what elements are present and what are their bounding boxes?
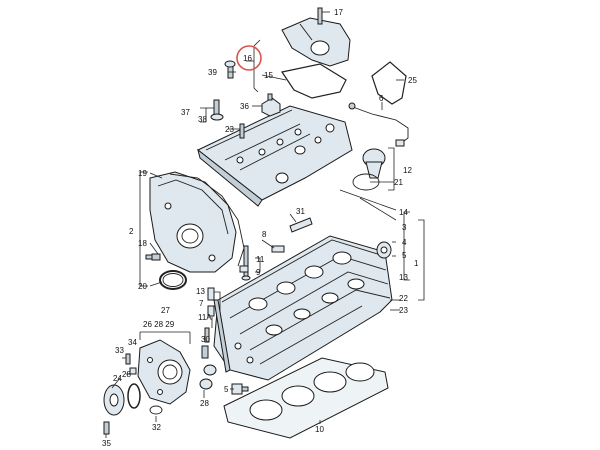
callout-19: 19 [138,169,147,178]
callout-26-28-29: 26 28 29 [143,320,175,329]
callout-31: 31 [296,207,305,216]
callout-3: 3 [402,223,407,232]
callout-17: 17 [334,8,343,17]
sensor-lead [348,102,409,147]
callout-5: 5 [402,251,407,260]
o-ring [159,270,187,290]
bolt-37 [210,99,224,121]
callout-16: 16 [243,54,252,63]
cylinder-head [213,235,393,381]
callout-7: 7 [199,299,204,308]
callout-21: 21 [394,178,403,187]
camshaft-housing [137,339,191,405]
part-9 [239,265,249,273]
callout-23-right: 23 [399,306,408,315]
valve-cover [197,105,353,207]
bolt-30 [201,345,209,359]
leader-lines [105,11,425,438]
breather-housing [281,7,351,67]
callout-37: 37 [181,108,190,117]
bolt-33 [125,353,131,365]
callout-4: 4 [402,238,407,247]
callout-8: 8 [262,230,267,239]
highlight-circle-16 [236,45,262,71]
timing-cover [149,171,237,273]
callout-2: 2 [129,227,134,236]
callout-35: 35 [102,439,111,448]
callout-30: 30 [201,335,210,344]
callout-18: 18 [138,239,147,248]
bolt-11a [204,327,210,343]
dowels-13-7 [207,287,215,317]
callout-27: 27 [161,306,170,315]
callout-34: 34 [128,338,137,347]
callout-6: 6 [379,94,384,103]
plug-5 [231,383,249,395]
callout-15: 15 [264,71,273,80]
callout-12: 12 [403,166,412,175]
callout-10: 10 [315,425,324,434]
camshaft-sensor [261,93,281,117]
seal-ring [127,383,141,409]
callout-1: 1 [414,259,419,268]
bearings-28 [199,364,217,390]
sensor-ring [371,61,407,105]
head-gasket [223,357,389,439]
callout-28-mid: 28 [122,370,131,379]
callout-14: 14 [399,208,408,217]
gear-4 [376,241,392,259]
guide-8 [271,245,285,253]
callout-39: 39 [208,68,217,77]
callout-9: 9 [256,268,261,277]
bolt-35 [103,421,110,435]
callout-38: 38 [198,115,207,124]
callout-24: 24 [113,374,122,383]
part-31 [289,217,313,233]
callout-25: 25 [408,76,417,85]
callout-28-low: 28 [200,399,209,408]
callout-33: 33 [115,346,124,355]
sprocket [103,384,125,416]
bolt-39 [224,60,236,79]
callout-13-right: 13 [399,273,408,282]
callout-11: 11 [256,255,265,264]
callout-22: 22 [399,294,408,303]
stud-11 [241,245,251,281]
callout-13-left: 13 [196,287,205,296]
callout-23-top: 23 [225,125,234,134]
valve-cover-gasket-small [281,63,347,99]
callout-labels: 17 16 39 15 25 6 36 37 38 23 12 21 19 2 … [102,8,419,448]
callout-36: 36 [240,102,249,111]
oil-filler-cap [362,148,386,179]
seal-32 [149,405,163,415]
bolt-18 [145,253,161,261]
callout-20: 20 [138,282,147,291]
bolt-23 [239,123,245,139]
sleeve-34 [129,367,137,375]
cover-gasket [169,173,245,267]
callout-5-low: 5 [224,385,229,394]
callout-32: 32 [152,423,161,432]
callout-11a: 11A [198,313,212,322]
